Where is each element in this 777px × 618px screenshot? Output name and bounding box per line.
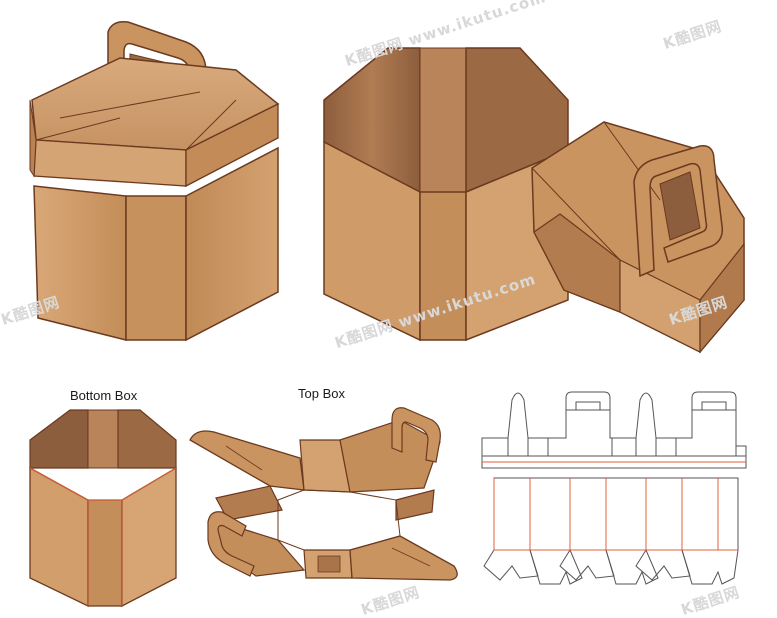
top-box-handle-right [391,407,441,463]
assembled-box [29,20,280,342]
top-box-label: Top Box [298,386,345,401]
top-box-handle-left [207,511,255,577]
assembled-box-side [185,146,279,342]
open-bottom-box [323,47,569,342]
lid-with-handle [531,121,745,354]
bottom-box-render [29,409,177,608]
lid-handle [633,145,724,278]
dieline-diagram [481,391,747,585]
assembled-box-front [33,185,127,341]
top-box-render [189,407,458,581]
dieline-folds [482,461,746,551]
bottom-box-label: Bottom Box [70,388,138,403]
